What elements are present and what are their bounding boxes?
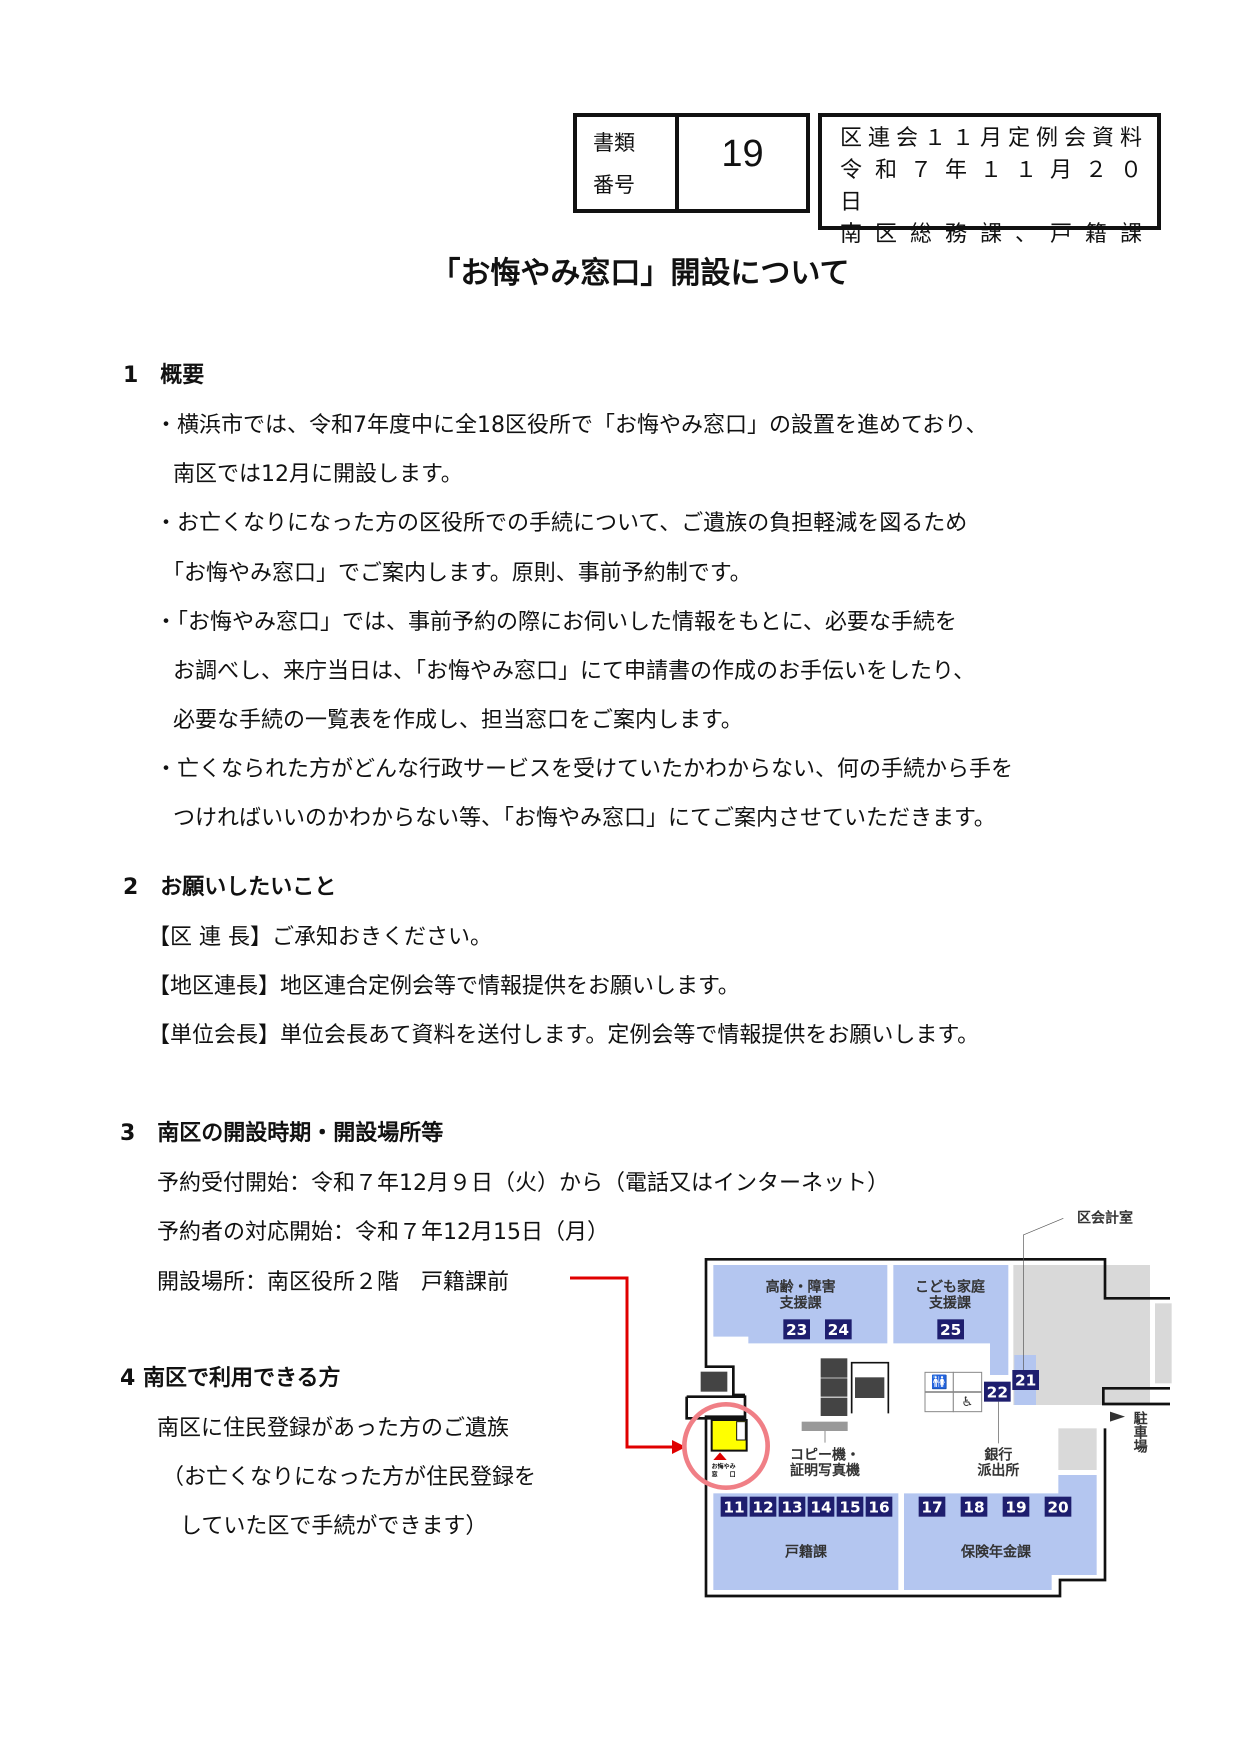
body-line: （お亡くなりになった方が住民登録を — [162, 1465, 537, 1490]
body-line: 開設場所：南区役所２階 戸籍課前 — [157, 1270, 510, 1295]
body-line: 【区 連 長】ご承知おきください。 — [148, 925, 492, 950]
room-label: 支援課 — [779, 1294, 823, 1311]
window-number: 24 — [828, 1321, 849, 1339]
window-badge — [960, 1496, 988, 1517]
floor-map: 🚻 ♿ お悔やみ 窓 口 高齢・障害 支援課 こども家庭 支援課 戸籍課 保険年… — [682, 1210, 1172, 1598]
room-label: 派出所 — [977, 1462, 1019, 1479]
room-label: 駐 — [1134, 1410, 1148, 1427]
window-badges: 23 24 25 21 22 11 12 13 14 15 16 17 18 19 20 — [720, 1319, 1072, 1517]
window-number: 21 — [1015, 1372, 1036, 1390]
window-number: 13 — [781, 1498, 802, 1516]
room-label: 区会計室 — [1077, 1210, 1133, 1227]
document-number-box: 書類 番号 19 — [573, 113, 810, 213]
room-label: 高齢・障害 — [766, 1279, 836, 1296]
window-badge — [1012, 1370, 1039, 1390]
section-heading: 1 概要 — [123, 363, 205, 388]
body-line: 必要な手続の一覧表を作成し、担当窓口をご案内します。 — [173, 708, 743, 733]
body-line: 【単位会長】単位会長あて資料を送付します。定例会等で情報提供をお願いします。 — [148, 1023, 980, 1048]
svg-text:🚻: 🚻 — [931, 1374, 948, 1391]
window-badge — [984, 1381, 1011, 1402]
parking-arrow-icon — [1110, 1411, 1125, 1422]
gray-areas — [1013, 1265, 1172, 1470]
room-label: コピー機・ — [790, 1446, 860, 1463]
window-number: 14 — [810, 1498, 831, 1516]
window-number: 12 — [752, 1498, 773, 1516]
window-number: 22 — [987, 1383, 1008, 1401]
highlight-circle — [682, 1402, 770, 1490]
window-number: 19 — [1005, 1498, 1026, 1516]
copy-machine — [801, 1421, 848, 1431]
window-badge — [1044, 1496, 1072, 1517]
window-badge — [918, 1496, 946, 1517]
svg-text:♿: ♿ — [961, 1395, 973, 1410]
room-label: 支援課 — [928, 1294, 972, 1311]
body-line: ・お亡くなりになった方の区役所での手続について、ご遺族の負担軽減を図るため — [155, 511, 968, 536]
section-heading: 3 南区の開設時期・開設場所等 — [120, 1121, 444, 1146]
body-line: ・横浜市では、令和7年度中に全18区役所で「お悔やみ窓口」の設置を進めており、 — [155, 413, 988, 438]
divider — [675, 117, 679, 209]
window-badge — [836, 1496, 864, 1517]
counter-label: 窓 口 — [712, 1471, 736, 1479]
meta-line: 南区総務課、戸籍課 — [840, 222, 1156, 247]
page-title: 「お悔やみ窓口」開設について — [430, 256, 850, 291]
window-number: 20 — [1047, 1498, 1068, 1516]
doc-label: 書類 — [593, 131, 635, 155]
room-label: 証明写真機 — [790, 1462, 860, 1479]
body-line: お調べし、来庁当日は、「お悔やみ窓口」にて申請書の作成のお手伝いをしたり、 — [173, 659, 976, 684]
window-number: 18 — [963, 1498, 984, 1516]
section-heading: 4 南区で利用できる方 — [120, 1366, 341, 1391]
walls — [685, 1258, 1170, 1598]
body-line: 【地区連長】地区連合定例会等で情報提供をお願いします。 — [148, 974, 740, 999]
window-number: 15 — [839, 1498, 860, 1516]
window-badge — [720, 1496, 748, 1517]
window-badge — [1002, 1496, 1030, 1517]
window-badge — [865, 1496, 893, 1517]
body-line: ・亡くなられた方がどんな行政サービスを受けていたかわからない、何の手続から手を — [155, 757, 1014, 782]
body-line: 「お悔やみ窓口」でご案内します。原則、事前予約制です。 — [162, 561, 752, 586]
room-label: 戸籍課 — [785, 1544, 828, 1561]
window-number: 11 — [723, 1498, 744, 1516]
window-badge — [825, 1319, 852, 1340]
body-line: ・「お悔やみ窓口」では、事前予約の際にお伺いした情報をもとに、必要な手続を — [155, 610, 957, 635]
room-label: こども家庭 — [915, 1279, 986, 1296]
body-line: つければいいのかわからない等、「お悔やみ窓口」にてご案内させていただきます。 — [173, 806, 996, 831]
body-line: 南区では12月に開設します。 — [173, 462, 463, 487]
body-line: していた区で手続ができます） — [180, 1514, 488, 1539]
room-label: 保険年金課 — [960, 1544, 1032, 1561]
body-line: 南区に住民登録があった方のご遺族 — [157, 1416, 510, 1441]
room-label: 銀行 — [984, 1446, 1012, 1463]
window-badge — [937, 1319, 964, 1340]
restroom-icon — [924, 1371, 983, 1413]
doc-label: 番号 — [593, 173, 635, 197]
condolence-counter: お悔やみ 窓 口 — [710, 1419, 748, 1479]
window-badge — [807, 1496, 835, 1517]
body-line: 予約受付開始：令和７年12月９日（火）から（電話又はインターネット） — [157, 1171, 889, 1196]
counter-label: お悔やみ — [712, 1462, 736, 1470]
room-label: 場 — [1134, 1438, 1148, 1455]
window-number: 16 — [868, 1498, 889, 1516]
window-number: 17 — [921, 1498, 942, 1516]
doc-number: 19 — [721, 133, 764, 175]
section-heading: 2 お願いしたいこと — [123, 875, 337, 900]
meta-line: 区連会１１月定例会資料 — [840, 126, 1149, 151]
meta-box: 区連会１１月定例会資料 令和７年１１月２０日 南区総務課、戸籍課 — [818, 113, 1161, 247]
body-line: 予約者の対応開始：令和７年12月15日（月） — [157, 1220, 609, 1245]
window-badge — [778, 1496, 806, 1517]
stairs-icon — [700, 1358, 885, 1416]
window-badge — [783, 1319, 810, 1340]
window-badge — [749, 1496, 777, 1517]
window-number: 23 — [786, 1321, 807, 1339]
window-number: 25 — [940, 1321, 961, 1339]
meta-line: 令和７年１１月２０日 — [840, 158, 1156, 215]
room-label: 車 — [1134, 1424, 1148, 1441]
